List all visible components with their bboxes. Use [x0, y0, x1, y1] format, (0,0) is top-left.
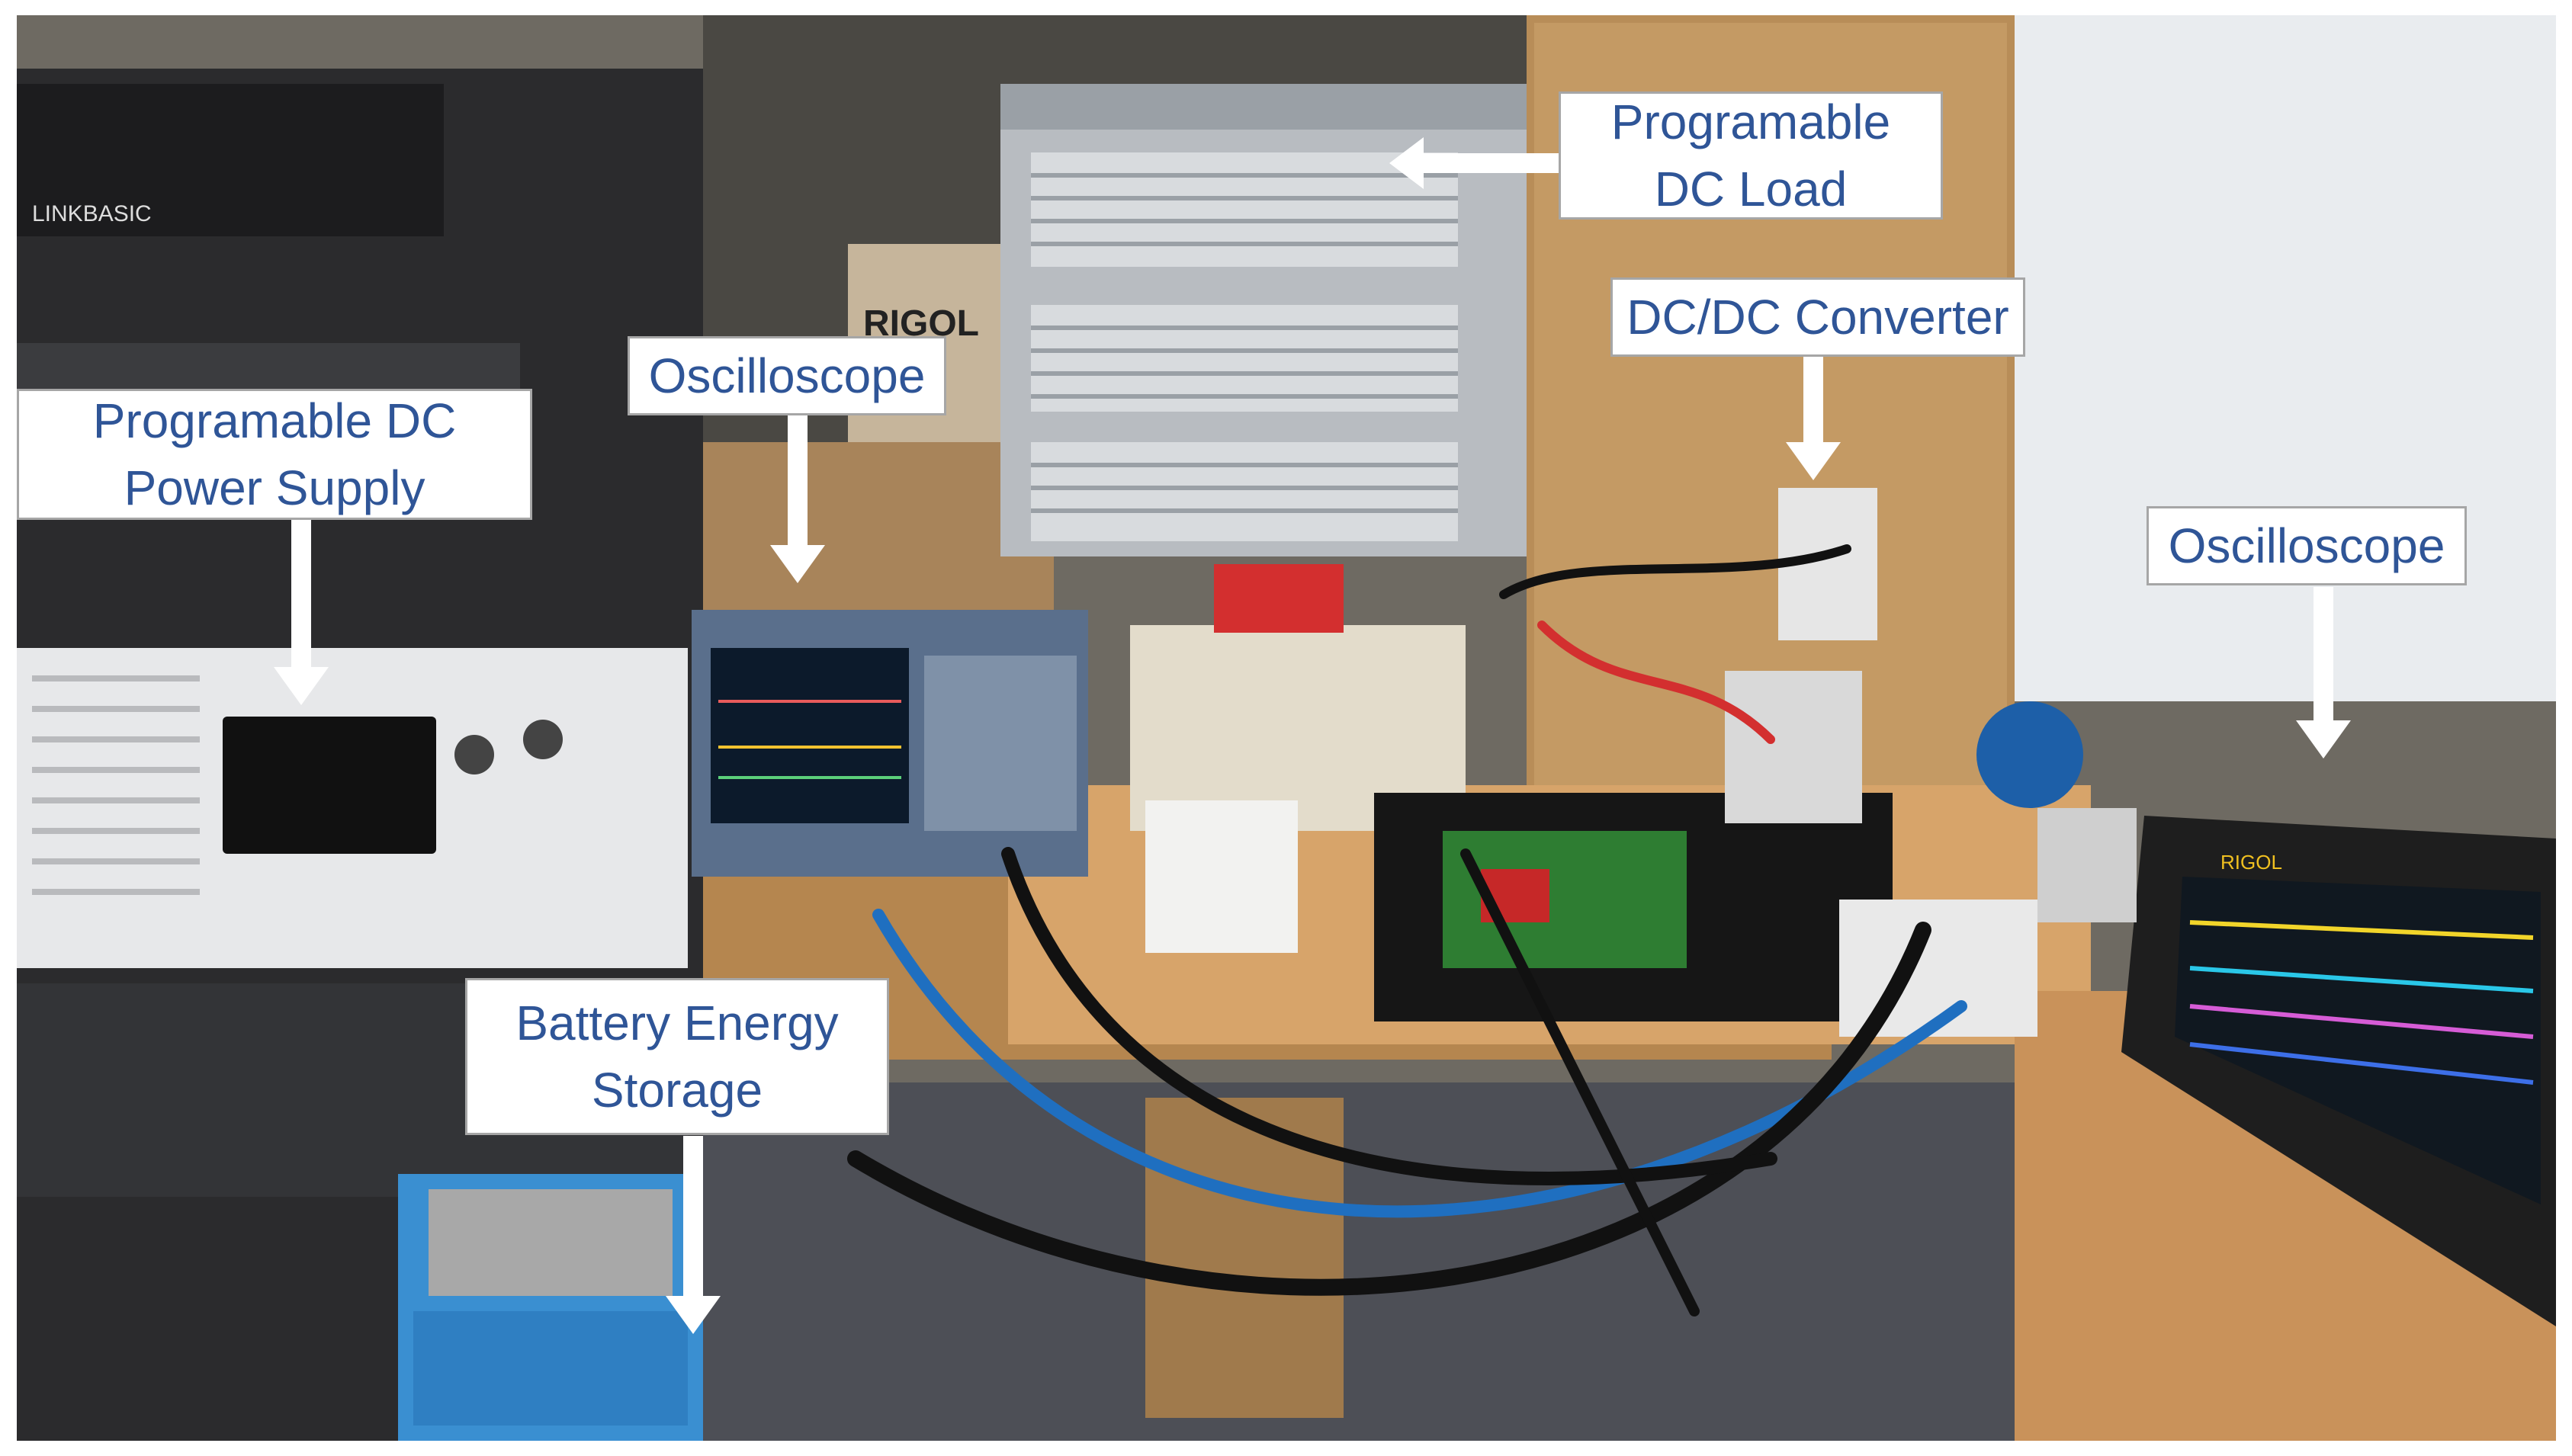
label-oscilloscope-left-text: Oscilloscope: [648, 348, 926, 403]
arrow-right-scope-icon: [2296, 587, 2351, 758]
knob-icon: [523, 720, 563, 759]
arrow-converter-icon: [1786, 351, 1841, 480]
water-container: [1145, 800, 1298, 953]
power-supply-display: [223, 717, 436, 854]
bright-wall: [1984, 15, 2556, 701]
rack-brand: LINKBASIC: [32, 201, 152, 226]
label-oscilloscope-left: Oscilloscope: [628, 336, 946, 415]
label-oscilloscope-right: Oscilloscope: [2147, 506, 2467, 585]
label-battery: Battery Energy Storage: [465, 978, 889, 1135]
arrows: [274, 137, 2351, 1334]
label-dc-dc-converter: DC/DC Converter: [1610, 277, 2025, 357]
label-battery-line2: Storage: [591, 1063, 763, 1118]
arrow-power-supply-icon: [274, 518, 329, 705]
arrow-left-scope-icon: [770, 412, 825, 583]
label-dc-load: Programable DC Load: [1559, 91, 1943, 220]
cardboard-box: [673, 442, 1054, 633]
arrow-dc-load-icon: [1389, 137, 1572, 189]
label-power-supply: Programable DC Power Supply: [17, 389, 532, 520]
label-dc-load-line2: DC Load: [1654, 162, 1848, 216]
arrow-battery-icon: [666, 1136, 721, 1334]
knob-icon: [454, 735, 494, 775]
label-dc-load-line1: Programable: [1610, 95, 1891, 149]
label-oscilloscope-right-text: Oscilloscope: [2168, 518, 2445, 573]
left-scope-screen: [711, 648, 909, 823]
control-board: [1443, 831, 1687, 968]
small-heatsink: [2037, 808, 2137, 922]
label-battery-line1: Battery Energy: [515, 996, 839, 1050]
capacitor: [1976, 701, 2083, 808]
label-power-supply-line2: Power Supply: [124, 460, 425, 515]
scope-brand: RIGOL: [2220, 851, 2282, 874]
heatsink: [1725, 671, 1862, 823]
label-power-supply-line1: Programable DC: [92, 393, 457, 448]
label-dc-dc-converter-text: DC/DC Converter: [1626, 290, 2009, 345]
right-scope-screen: [2175, 877, 2541, 1204]
soldering-station: [1214, 564, 1344, 633]
blue-cable: [872, 909, 1967, 1218]
lab-photo: RIGOL LINKBASIC: [17, 15, 2556, 1441]
